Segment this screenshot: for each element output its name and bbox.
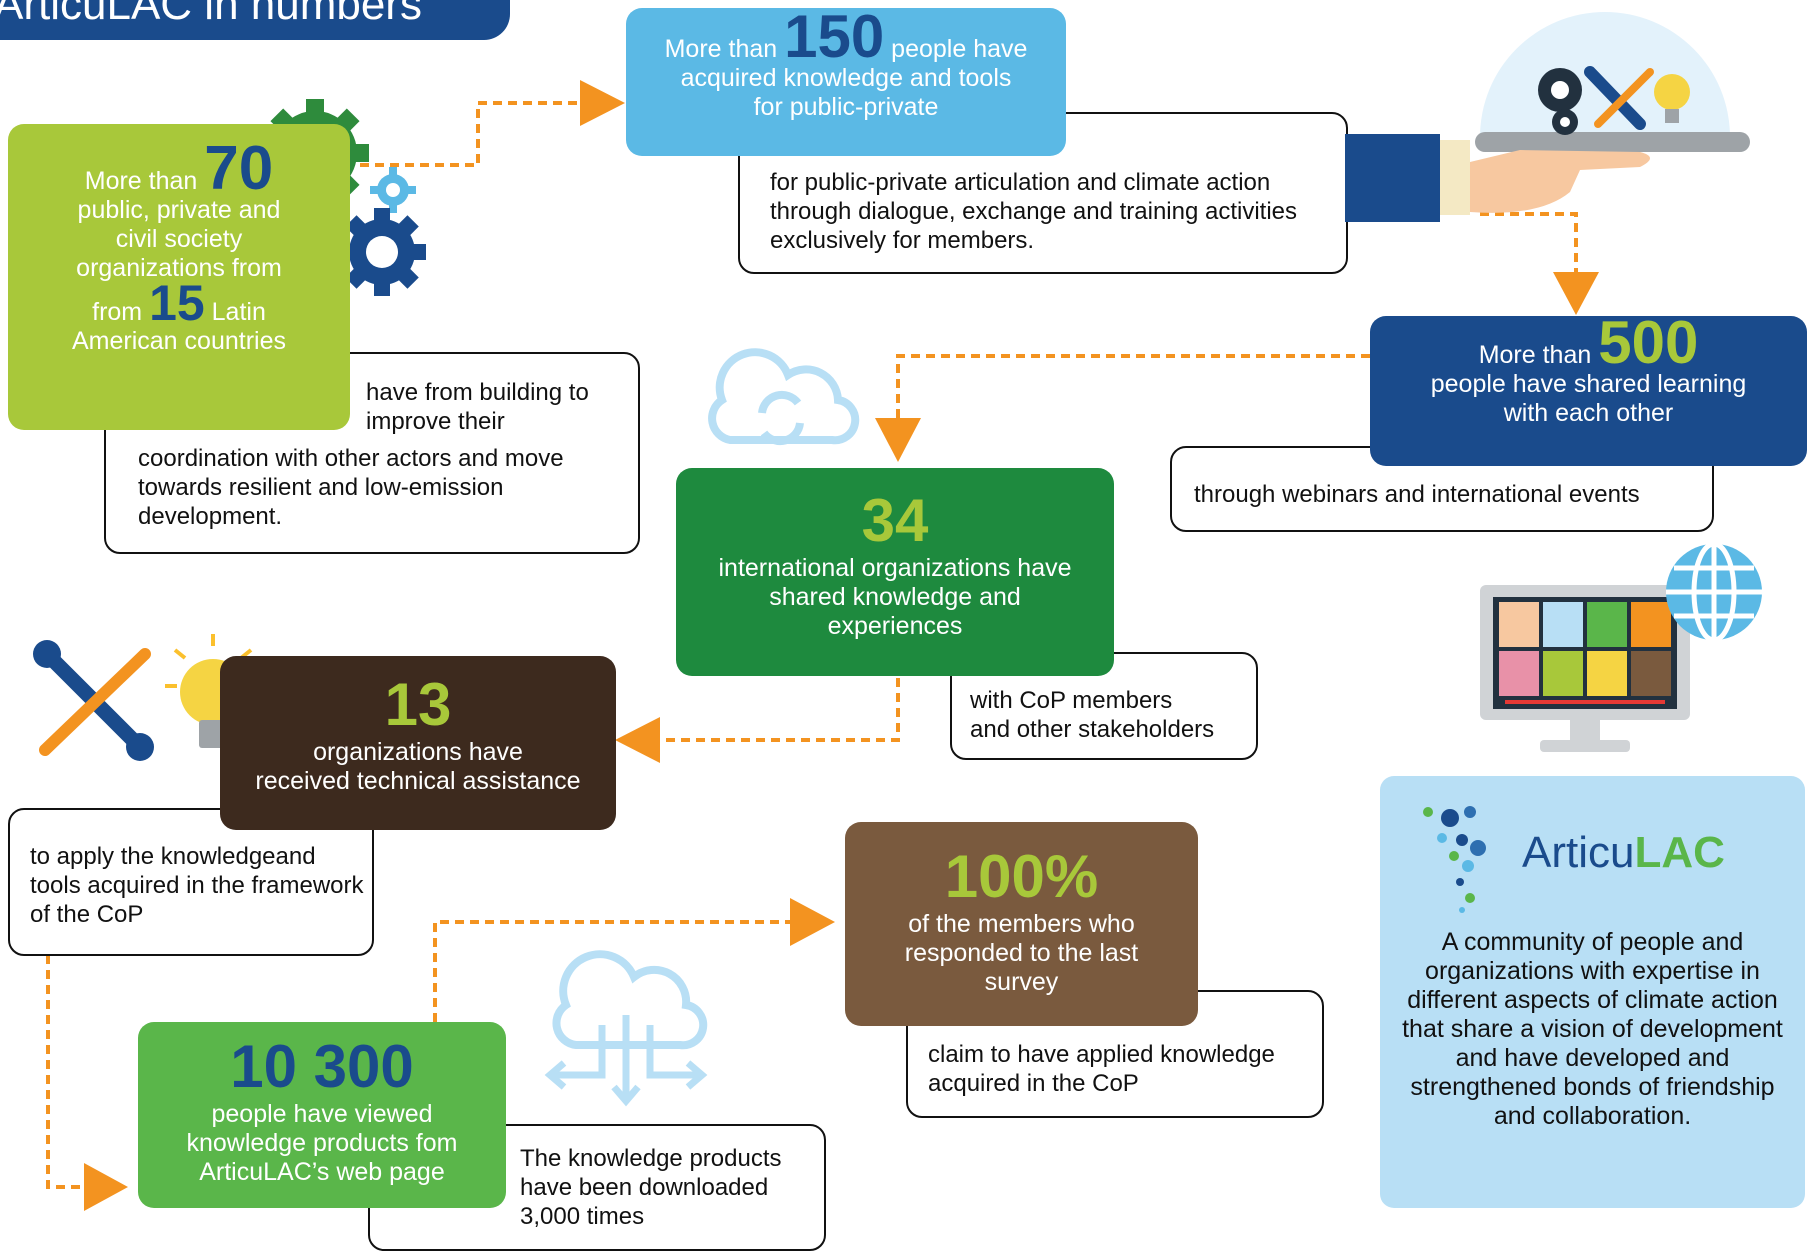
card-34-line3: shared knowledge and — [769, 583, 1021, 611]
card-150-post: people have — [891, 35, 1028, 63]
card-13-highlight: 13 organizations have received technical… — [220, 656, 616, 830]
card-150-desc: for public-private articulation and clim… — [770, 169, 1298, 254]
card-100-line4: survey — [984, 968, 1059, 996]
card-100-number: 100% — [944, 843, 1099, 910]
card-34-line2: international organizations have — [718, 554, 1072, 582]
articulac-logo-pre: Articu — [1522, 828, 1635, 877]
card-10300-line3: knowledge products fom — [186, 1129, 458, 1157]
card-150-line3: for public-private — [753, 93, 939, 121]
card-70-line4: organizations from — [76, 254, 282, 282]
card-500-number: 500 — [1598, 309, 1699, 376]
card-100-line2: of the members who — [908, 910, 1135, 938]
card-34-highlight: 34 international organizations have shar… — [676, 468, 1114, 676]
card-13-desc: to apply the knowledgeand tools acquired… — [30, 843, 364, 928]
card-150-highlight: More than 150 people have acquired knowl… — [626, 7, 1066, 156]
card-500-line2: people have shared learning — [1430, 370, 1747, 398]
cloud-download-icon — [544, 950, 708, 1107]
card-34-number: 34 — [861, 487, 929, 554]
card-500-desc: through webinars and international event… — [1194, 481, 1640, 508]
card-10300-highlight: 10 300 people have viewed knowledge prod… — [138, 1022, 506, 1208]
card-150-number: 150 — [784, 3, 885, 70]
card-13-line3: received technical assistance — [255, 767, 581, 795]
card-100-highlight: 100% of the members who responded to the… — [845, 822, 1198, 1026]
hand-with-tools-icon — [1345, 12, 1750, 222]
card-500-line3: with each other — [1503, 399, 1674, 427]
card-70-pre: More than — [84, 167, 198, 195]
card-10300-line4: ArticuLAC’s web page — [199, 1158, 445, 1186]
articulac-panel: ArticuLAC A community of people and orga… — [1380, 776, 1805, 1208]
card-13-number: 13 — [384, 671, 452, 738]
card-70-post2: Latin — [211, 298, 266, 326]
card-100-desc: claim to have applied knowledge acquired… — [928, 1041, 1275, 1097]
card-70-highlight: More than 70 public, private and civil s… — [8, 124, 350, 430]
card-500-highlight: More than 500 people have shared learnin… — [1370, 313, 1807, 466]
card-34-line4: experiences — [827, 612, 963, 640]
card-10300-line2: people have viewed — [211, 1100, 433, 1128]
card-10300-desc2: have been downloaded — [520, 1174, 769, 1201]
card-10300-number: 10 300 — [230, 1033, 414, 1100]
card-13-line2: organizations have — [313, 738, 523, 766]
page-title: ArticuLAC in numbers — [0, 0, 510, 40]
cloud-sync-icon — [708, 348, 860, 446]
globe-icon — [1666, 541, 1762, 643]
card-70-desc-top: have from building to improve their — [366, 379, 589, 435]
card-70-line5: American countries — [72, 327, 286, 355]
card-13-description: to apply the knowledgeand tools acquired… — [8, 808, 374, 956]
card-150-line2: acquired knowledge and tools — [680, 64, 1012, 92]
card-10300-desc3: 3,000 times — [520, 1203, 645, 1230]
card-150-pre: More than — [664, 35, 778, 63]
articulac-logo-bold: LAC — [1634, 828, 1725, 877]
articulac-logo-dots-icon — [1423, 806, 1486, 913]
card-70-number2: 15 — [149, 275, 205, 331]
card-70-pre2: from — [92, 298, 143, 326]
card-500-pre: More than — [1478, 341, 1592, 369]
card-70-number: 70 — [204, 134, 274, 203]
card-34-desc1: with CoP members — [970, 687, 1173, 714]
articulac-logo: ArticuLAC — [1522, 828, 1725, 878]
card-10300-description: The knowledge products have been downloa… — [368, 1124, 826, 1251]
articulac-tagline: A community of people and organizations … — [1402, 928, 1783, 1130]
card-100-line3: responded to the last — [904, 939, 1139, 967]
card-70-line3: civil society — [115, 225, 243, 253]
card-34-desc2: and other stakeholders — [970, 716, 1215, 743]
card-70-line2: public, private and — [77, 196, 281, 224]
card-70-desc: coordination with other actors and move … — [138, 445, 564, 530]
video-conference-icon — [1480, 585, 1690, 752]
card-10300-desc1: The knowledge products — [520, 1145, 782, 1172]
